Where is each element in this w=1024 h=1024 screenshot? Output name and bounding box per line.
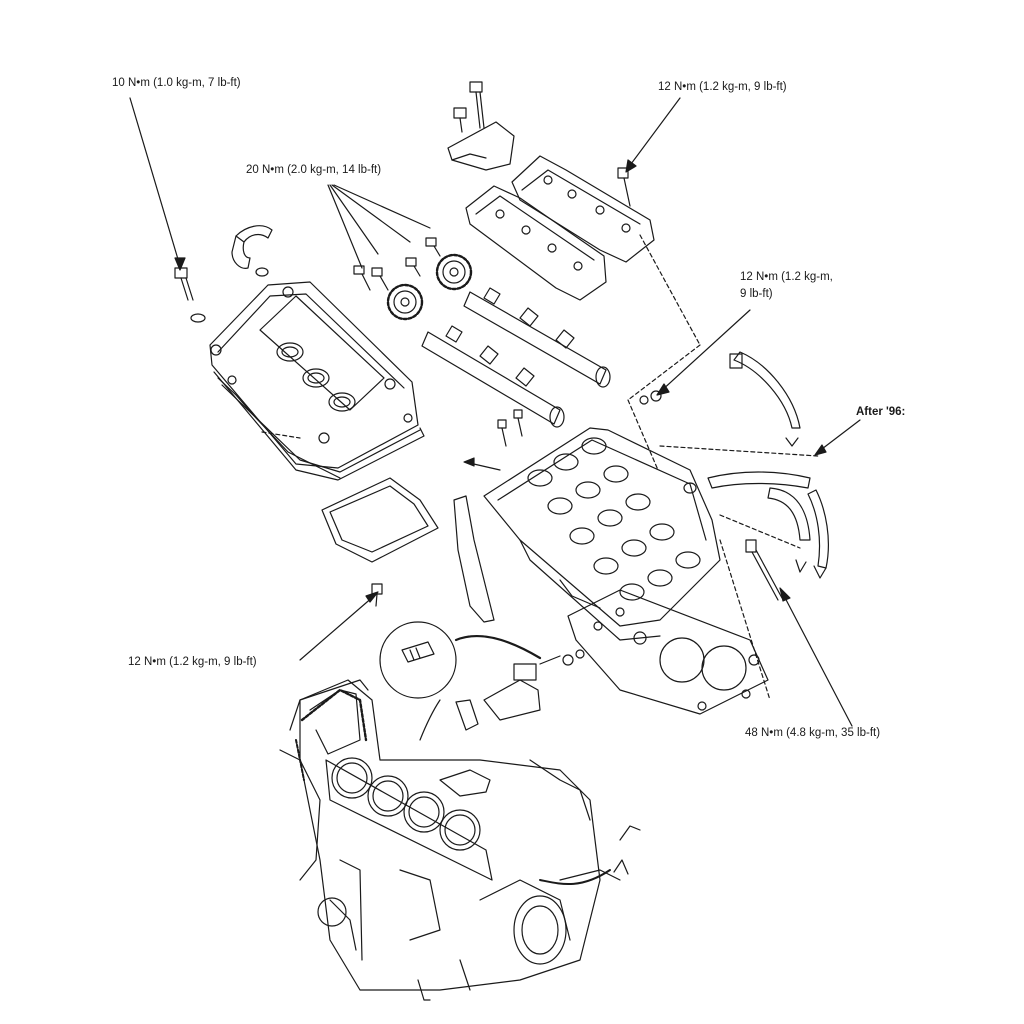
torque-label-cover-bolt: 10 N•m (1.0 kg-m, 7 lb-ft) (112, 77, 241, 89)
cover-gasket (217, 377, 439, 563)
torque-label-head-small-bolt-line2: 9 lb-ft) (740, 288, 773, 300)
torque-label-sprocket-bolts: 20 N•m (2.0 kg-m, 14 lb-ft) (246, 164, 382, 176)
cam-chain-tensioner (455, 649, 585, 731)
torque-label-cam-holder-bolt: 12 N•m (1.2 kg-m, 9 lb-ft) (658, 81, 787, 93)
torque-label-lower-bolt: 12 N•m (1.2 kg-m, 9 lb-ft) (128, 656, 257, 668)
lower-bolt (371, 583, 383, 607)
cam-sprockets (386, 253, 473, 321)
torque-label-head-bolt: 48 N•m (4.8 kg-m, 35 lb-ft) (745, 727, 881, 739)
after-96-label: After '96: (856, 406, 906, 418)
tensioner-detail-callout (379, 621, 542, 699)
camshaft-holders (465, 155, 655, 301)
coolant-hoses (683, 351, 829, 579)
cam-chain (295, 688, 368, 781)
breather-hose (231, 225, 273, 277)
leader-lines (129, 97, 861, 727)
cover-bolt (174, 267, 206, 323)
cam-chain-guide-bracket (447, 81, 515, 171)
engine-block (279, 679, 641, 1001)
head-gasket (567, 589, 769, 715)
camshafts (421, 287, 611, 428)
torque-label-head-small-bolt-line1: 12 N•m (1.2 kg-m, (740, 271, 833, 283)
head-small-bolts (497, 390, 662, 447)
sprocket-bolts (353, 237, 441, 291)
head-bolt (745, 539, 783, 601)
cylinder-head (483, 427, 721, 641)
cam-chain-guide (453, 495, 495, 623)
